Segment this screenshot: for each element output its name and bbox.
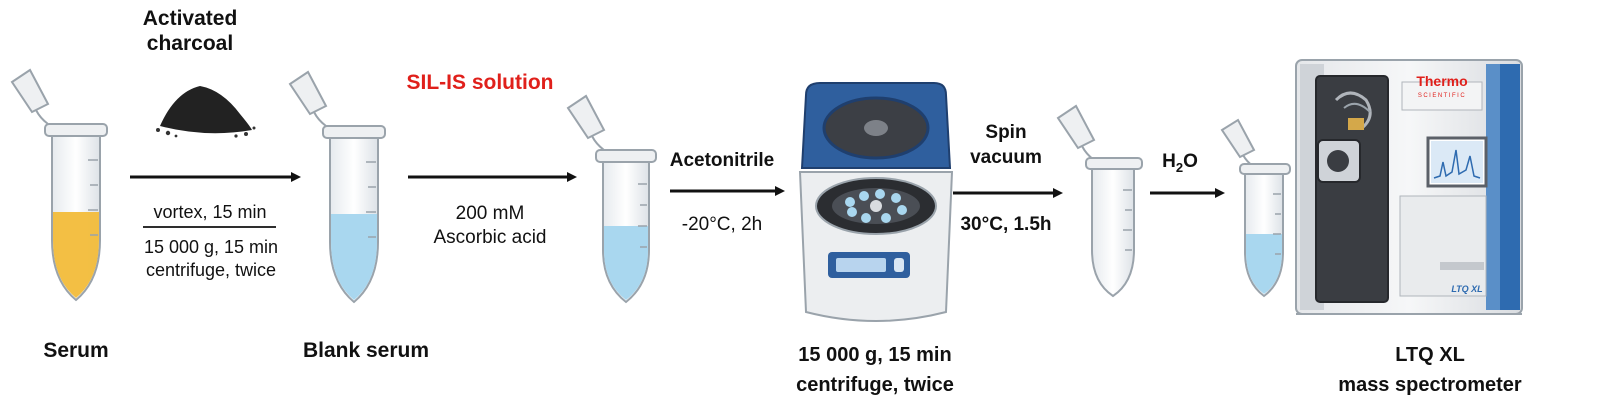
spin-label: 15 000 g, 15 min centrifuge, twice — [143, 237, 279, 280]
spin-vacuum-label: Spin vacuum — [970, 122, 1042, 168]
cold-label: -20°C, 2h — [681, 214, 763, 235]
ms-step-label: LTQ XL mass spectrometer — [1338, 344, 1522, 396]
vortex-label: vortex, 15 min — [153, 202, 267, 222]
serum-label: Serum — [43, 339, 109, 362]
model-badge: LTQ XL — [1451, 284, 1482, 294]
thermo-logo-sub: SCIENTIFIC — [1418, 93, 1466, 99]
acetonitrile-label: Acetonitrile — [669, 150, 775, 171]
tube-icon — [1056, 104, 1143, 298]
tube-icon — [288, 70, 386, 304]
tube-icon — [10, 68, 108, 302]
tube-icon — [566, 94, 657, 304]
ascorbic-label: 200 mM Ascorbic acid — [433, 203, 547, 248]
vac-condition-label: 30°C, 1.5h — [960, 214, 1052, 235]
charcoal-pile-icon — [156, 86, 256, 138]
sil-is-label: SIL-IS solution — [406, 71, 554, 94]
mass-spectrometer-icon — [1295, 59, 1523, 315]
centrifuge-icon — [798, 82, 954, 322]
blank-serum-label: Blank serum — [302, 339, 430, 362]
charcoal-label: Activated charcoal — [142, 7, 238, 56]
centrifuge-step-label: 15 000 g, 15 min centrifuge, twice — [796, 344, 954, 396]
thermo-logo: Thermo — [1416, 73, 1467, 89]
water-label: H2O — [1162, 151, 1198, 175]
tube-icon — [1220, 118, 1291, 298]
